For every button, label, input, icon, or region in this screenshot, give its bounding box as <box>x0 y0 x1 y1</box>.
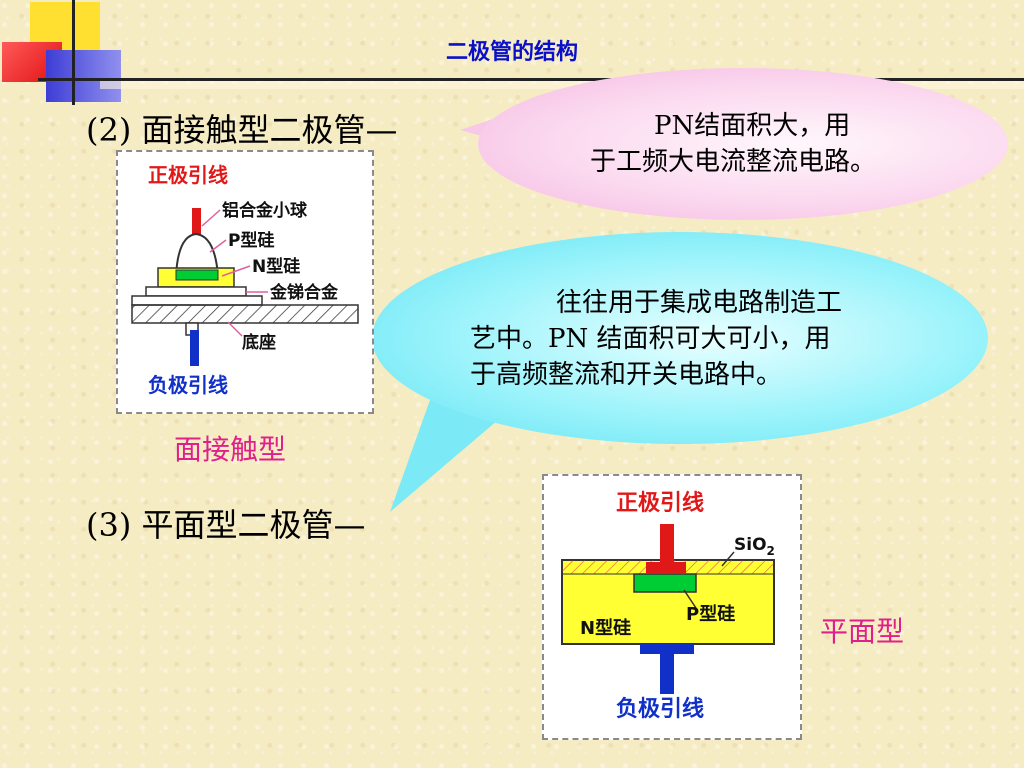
d1-caption: 面接触型 <box>174 433 287 466</box>
section-2-title: 面接触型二极管— <box>141 111 398 149</box>
d2-top-lead <box>660 524 674 572</box>
cyan-bubble-line-2: 艺中。PN 结面积可大可小，用 <box>470 324 831 354</box>
d1-top-lead <box>192 208 201 238</box>
d1-base-label: 底座 <box>242 332 276 353</box>
d1-ball-label: 铝合金小球 <box>222 200 308 221</box>
diagram-area-contact: 正极引线 铝合金小球 P型硅 N型硅 金锑合金 底座 负极引线 <box>131 163 359 397</box>
d2-bottom-lead-label: 负极引线 <box>616 696 704 722</box>
logo-vertical-line <box>72 0 75 105</box>
diagram-planar-panel: 正极引线 SiO2 N型硅 P型硅 负极引线 <box>542 474 802 740</box>
d1-aluminum-ball <box>174 232 220 277</box>
diagram-planar: 正极引线 SiO2 N型硅 P型硅 负极引线 <box>561 490 775 722</box>
cyan-bubble-line-1: 往往用于集成电路制造工 <box>556 288 843 318</box>
d1-bottom-lead-label: 负极引线 <box>148 373 228 397</box>
d1-alloy-label: 金锑合金 <box>269 282 339 303</box>
svg-text:SiO2: SiO2 <box>734 535 775 558</box>
d2-sio2-label: SiO <box>734 535 767 555</box>
d2-caption: 平面型 <box>820 615 905 648</box>
page-title: 二极管的结构 <box>445 40 578 65</box>
d1-alloy-step <box>145 286 247 297</box>
d2-p-region <box>633 573 697 593</box>
pink-bubble-text: PN结面积大，用 于工频大电流整流电路。 <box>590 108 970 180</box>
cyan-bubble-text: 往往用于集成电路制造工 艺中。PN 结面积可大可小，用 于高频整流和开关电路中。 <box>470 285 940 393</box>
title-underline-highlight <box>100 81 1024 89</box>
d2-n-label: N型硅 <box>580 617 631 639</box>
pink-bubble-line-1: PN结面积大，用 <box>654 111 851 141</box>
section-2-number: (2) <box>86 111 132 149</box>
cyan-bubble-tail <box>390 400 498 512</box>
d1-base <box>131 304 359 324</box>
cyan-speech-bubble <box>372 232 988 444</box>
pink-speech-bubble <box>478 68 1008 220</box>
section-2-heading: (2) 面接触型二极管— <box>86 105 398 151</box>
logo-blue-square <box>46 50 121 102</box>
section-3-title: 平面型二极管— <box>141 506 366 544</box>
d1-p-label: P型硅 <box>228 230 274 251</box>
d2-bottom-lead <box>660 644 674 694</box>
d2-sio2-subscript: 2 <box>767 544 775 558</box>
d1-bottom-lead <box>190 330 199 366</box>
d2-p-label: P型硅 <box>686 603 735 625</box>
section-3-heading: (3) 平面型二极管— <box>86 500 366 546</box>
d2-top-lead-label: 正极引线 <box>616 490 704 516</box>
d1-n-label: N型硅 <box>252 256 300 277</box>
diagram-area-contact-panel: 正极引线 铝合金小球 P型硅 N型硅 金锑合金 底座 负极引线 <box>116 150 374 414</box>
cyan-bubble-line-3: 于高频整流和开关电路中。 <box>470 360 783 390</box>
pink-bubble-line-2: 于工频大电流整流电路。 <box>590 147 877 177</box>
section-3-number: (3) <box>86 506 132 544</box>
d1-top-lead-label: 正极引线 <box>148 163 228 187</box>
title-underline <box>38 78 1024 81</box>
